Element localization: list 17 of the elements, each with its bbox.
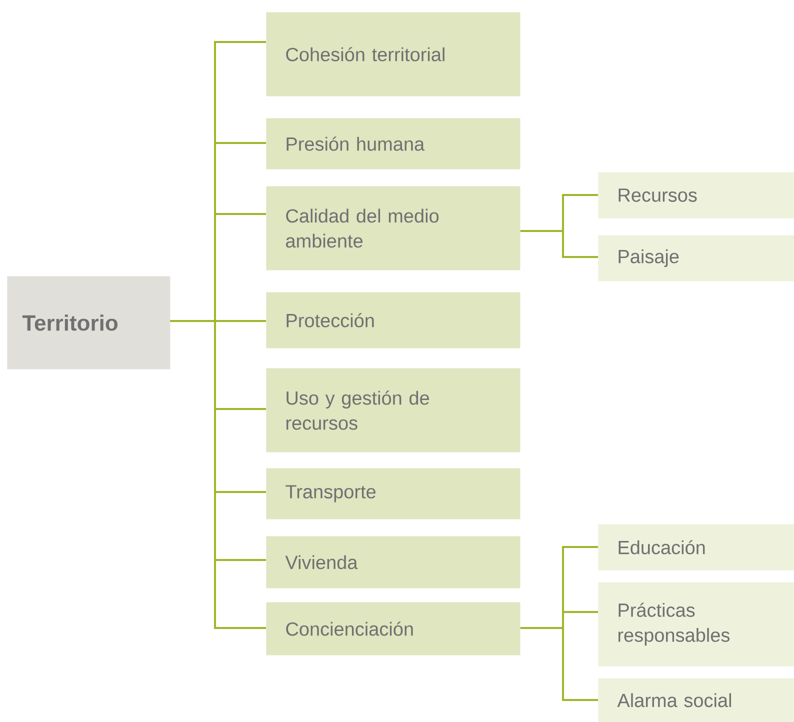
topic-box: Protección xyxy=(266,292,520,348)
subtopic-box: Educación xyxy=(598,524,794,570)
topic-box: Vivienda xyxy=(266,536,520,588)
connector-line xyxy=(170,320,266,629)
subtopic-box: Recursos xyxy=(598,172,794,218)
root-box: Territorio xyxy=(7,276,170,370)
subtopic-box: Paisaje xyxy=(598,235,794,282)
topic-box: Concienciación xyxy=(266,602,520,656)
topic-box: Uso y gestión de recursos xyxy=(266,368,520,452)
topic-box: Calidad del medio ambiente xyxy=(266,186,520,270)
topic-box: Transporte xyxy=(266,468,520,520)
subtopic-box: Prácticas responsables xyxy=(598,582,794,666)
connector-line xyxy=(520,230,598,258)
subtopic-box: Alarma social xyxy=(598,678,794,722)
connector-line xyxy=(520,627,598,701)
topic-box: Presión humana xyxy=(266,118,520,170)
topic-box: Cohesión territorial xyxy=(266,12,520,96)
